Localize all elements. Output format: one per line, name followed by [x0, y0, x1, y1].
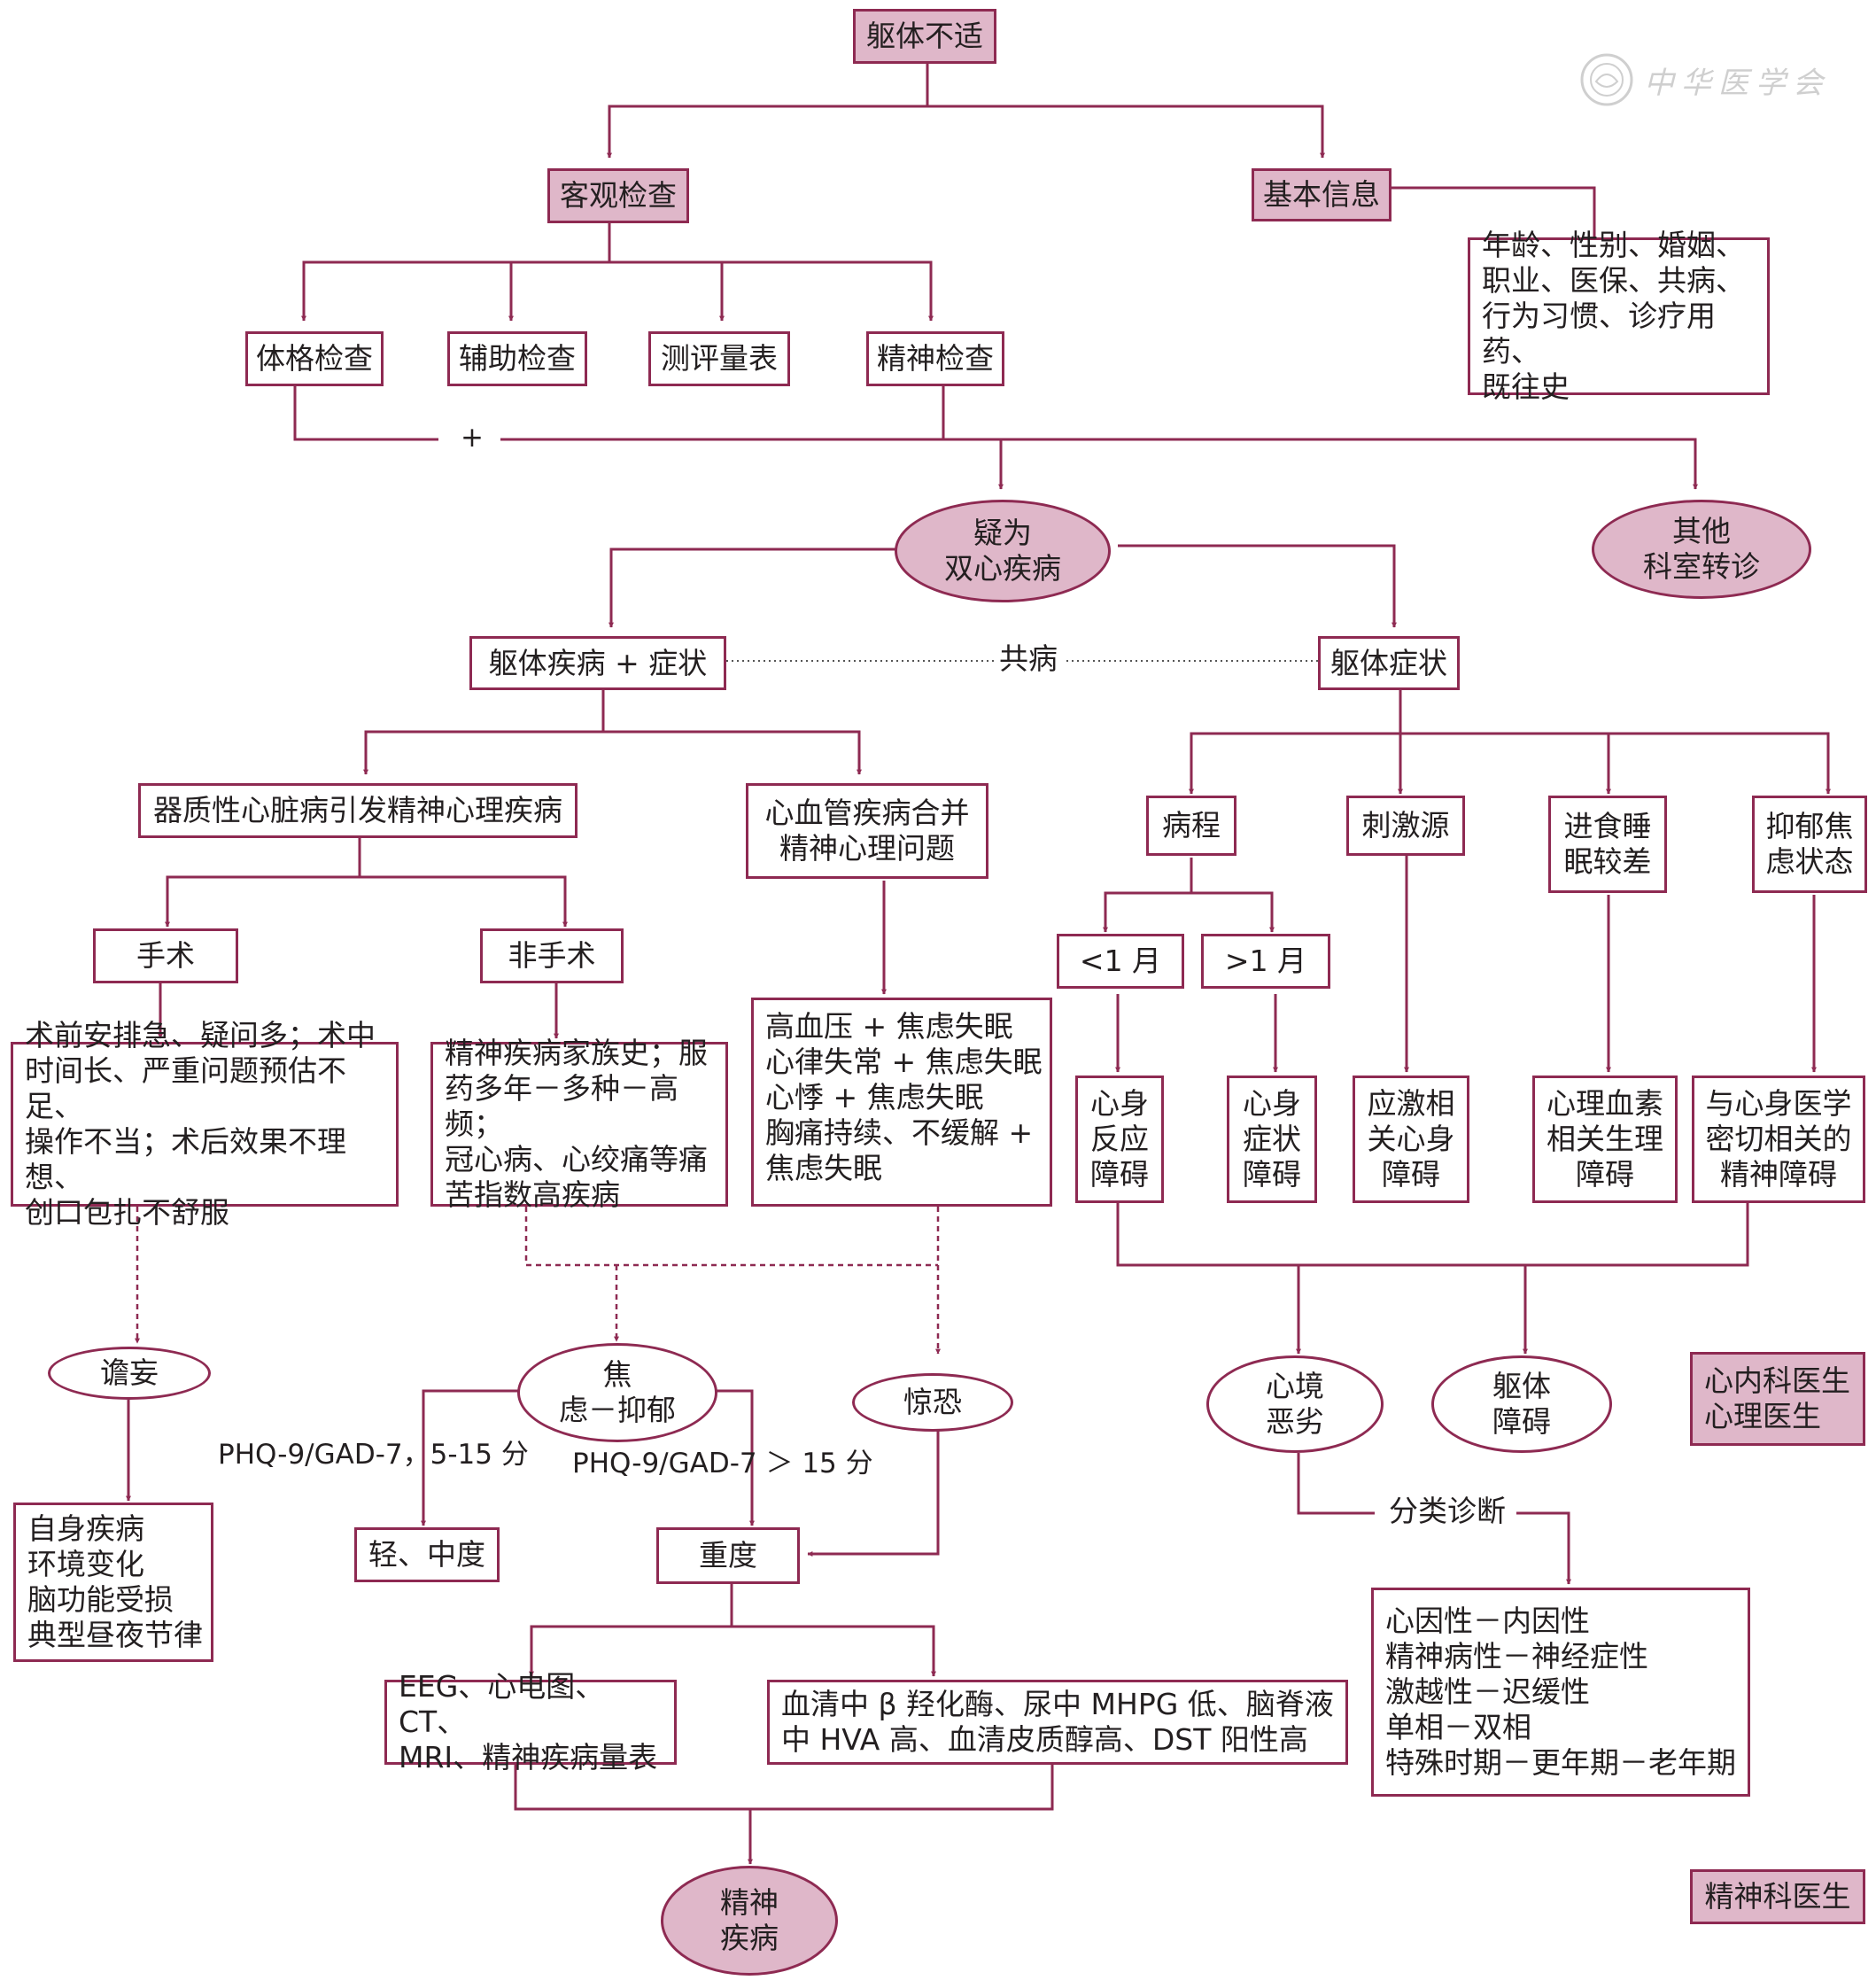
edge — [927, 105, 1325, 159]
node-severe: 重度 — [656, 1527, 800, 1584]
node-psychosomatic-related: 与心身医学 密切相关的 精神障碍 — [1692, 1076, 1865, 1203]
node-non-surgery-detail: 精神疾病家族史；服 药多年－多种－高频； 冠心病、心绞痛等痛 苦指数高疾病 — [430, 1036, 728, 1212]
node-lt-1-month: <1 月 — [1057, 934, 1184, 989]
node-stress-related: 应激相 关心身 障碍 — [1353, 1076, 1469, 1203]
node-delirium-causes: 自身疾病 环境变化 脑功能受损 典型昼夜节律 — [13, 1503, 213, 1662]
node-psycho-hormone: 心理血素 相关生理 障碍 — [1532, 1076, 1678, 1203]
node-rating-scale: 测评量表 — [648, 331, 790, 386]
watermark-text: 中华医学会 — [1644, 65, 1830, 101]
edge — [421, 1389, 524, 1526]
node-course: 病程 — [1146, 796, 1236, 856]
edge — [1118, 544, 1397, 628]
node-basic-info-detail: 年龄、性别、婚姻、 职业、医保、共病、 行为习惯、诊疗用药、 既往史 — [1468, 228, 1770, 404]
node-biomarkers: 血清中 β 羟化酶、尿中 MHPG 低、脑脊液 中 HVA 高、血清皮质醇高、D… — [767, 1680, 1348, 1765]
node-somatic-disorder: 躯体 障碍 — [1431, 1355, 1612, 1453]
node-somatic-disease-symptom: 躯体疾病 + 症状 — [469, 636, 726, 690]
node-gt-1-month: >1 月 — [1201, 934, 1330, 989]
edge — [514, 1765, 1054, 1811]
edge — [609, 260, 934, 322]
node-somatic-symptom: 躯体症状 — [1318, 636, 1460, 690]
node-anxiety-depression: 焦 虑－抑郁 — [517, 1343, 717, 1442]
edge — [363, 690, 605, 775]
node-psychosomatic-reaction: 心身 反应 障碍 — [1075, 1076, 1164, 1203]
node-aux-exam: 辅助检查 — [447, 331, 587, 386]
node-stressor: 刺激源 — [1346, 796, 1465, 856]
node-mood-disorder: 心境 恶劣 — [1206, 1355, 1384, 1453]
role-cardio-psych-doctor: 心内科医生 心理医生 — [1690, 1352, 1865, 1446]
node-eeg-tests: EEG、心电图、CT、 MRI、精神疾病量表 — [384, 1669, 677, 1774]
emblem-icon — [1580, 53, 1633, 106]
node-classification-detail: 心因性－内因性 精神病性－神经症性 激越性－迟缓性 单相－双相 特殊时期－更年期… — [1371, 1588, 1750, 1797]
node-cv-detail: 高血压 + 焦虑失眠 心律失常 + 焦虑失眠 心悸 + 焦虑失眠 胸痛持续、不缓… — [751, 998, 1052, 1207]
node-psychosomatic-symptom: 心身 症状 障碍 — [1227, 1076, 1317, 1203]
node-delirium: 谵妄 — [48, 1347, 211, 1400]
watermark: 中华医学会 — [1578, 51, 1830, 108]
edge — [807, 1417, 940, 1557]
edge — [1103, 858, 1193, 933]
node-mental-exam: 精神检查 — [866, 331, 1004, 386]
node-organic-heart-disease: 器质性心脏病引发精神心理疾病 — [138, 783, 578, 838]
node-other-referral: 其他 科室转诊 — [1592, 500, 1811, 599]
edge — [360, 875, 568, 928]
edge — [165, 838, 361, 928]
edge — [1189, 690, 1402, 795]
edge — [1389, 186, 1596, 237]
label-comorbidity: 共病 — [994, 641, 1063, 677]
label-phq-severe: PHQ-9/GAD-7 ＞ 15 分 — [572, 1448, 873, 1479]
node-mental-illness: 精神 疾病 — [661, 1866, 838, 1976]
node-non-surgery: 非手术 — [480, 928, 624, 983]
node-objective-exam: 客观检查 — [547, 168, 689, 223]
edge — [1516, 1511, 1571, 1585]
node-dep-anx-state: 抑郁焦 虑状态 — [1752, 796, 1867, 893]
node-physical-exam: 体格检查 — [245, 331, 384, 386]
edge — [609, 547, 896, 628]
edge — [607, 64, 929, 159]
edge — [1297, 1453, 1375, 1515]
edge — [1116, 1203, 1749, 1267]
label-plus: + — [461, 420, 484, 455]
node-panic: 惊恐 — [852, 1373, 1013, 1432]
edge — [1191, 891, 1275, 933]
node-basic-info: 基本信息 — [1252, 168, 1391, 221]
edge — [714, 1389, 755, 1526]
edge-dashed — [524, 1207, 938, 1267]
node-cv-with-mental: 心血管疾病合并 精神心理问题 — [746, 783, 988, 879]
node-surgery: 手术 — [93, 928, 238, 983]
node-suspected-dual-heart: 疑为 双心疾病 — [895, 500, 1111, 602]
edge — [1400, 732, 1831, 795]
edge — [500, 438, 1698, 490]
node-surgery-detail: 术前安排急、疑问多；术中 时间长、严重问题预估不足、 操作不当；术后效果不理想、… — [11, 1018, 399, 1230]
label-classification-dx: 分类诊断 — [1389, 1494, 1506, 1529]
edge — [603, 730, 862, 775]
node-root: 躯体不适 — [853, 9, 996, 64]
edge — [529, 1584, 733, 1677]
edge — [732, 1625, 936, 1677]
node-eating-sleep: 进食睡 眠较差 — [1548, 796, 1667, 893]
edge — [293, 386, 438, 441]
role-psychiatrist: 精神科医生 — [1690, 1869, 1865, 1924]
edge — [301, 223, 611, 322]
node-mild-moderate: 轻、中度 — [354, 1527, 500, 1582]
label-phq-mild: PHQ-9/GAD-7，5-15 分 — [218, 1439, 529, 1471]
